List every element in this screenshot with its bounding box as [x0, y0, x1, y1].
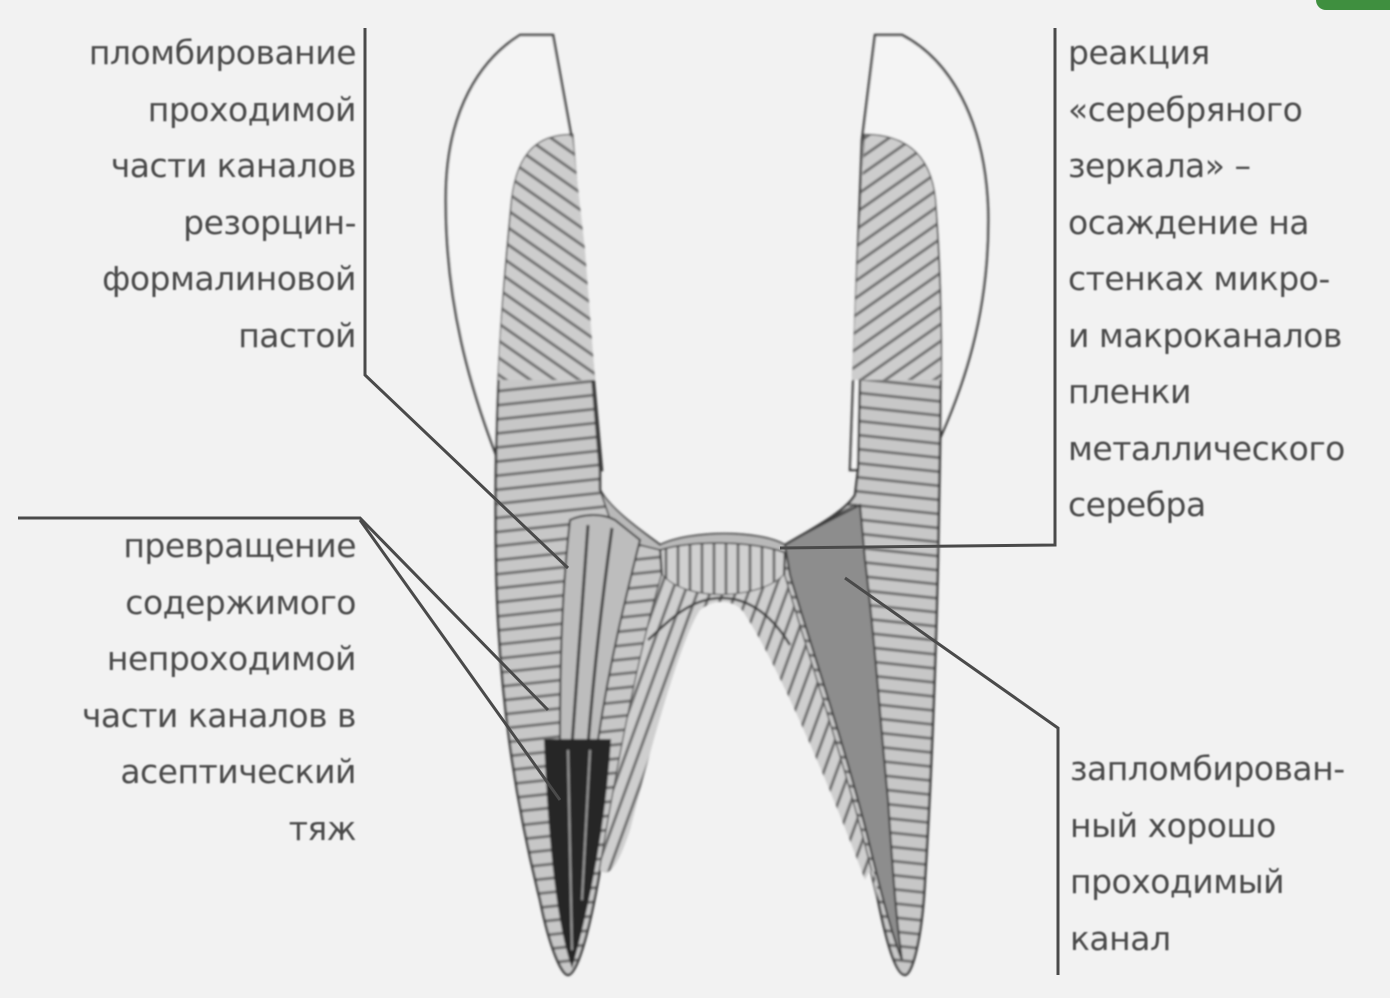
label-line: ный хорошо — [1070, 798, 1386, 855]
label-line: части каналов в — [20, 688, 356, 745]
right-crown-dentin-upper — [852, 135, 941, 380]
label-line: тяж — [20, 801, 356, 858]
label-line: проходимой — [20, 82, 356, 139]
label-line: запломбирован- — [1070, 741, 1386, 798]
label-line: резорцин- — [20, 195, 356, 252]
label-line: осаждение на — [1068, 195, 1386, 252]
label-line: части каналов — [20, 138, 356, 195]
label-filling-passable-canals: пломбирование проходимой части каналов р… — [20, 25, 356, 364]
label-line: стенках микро- — [1068, 251, 1386, 308]
label-filled-passable-canal: запломбирован- ный хорошо проходимый кан… — [1070, 741, 1386, 967]
label-line: и макроканалов — [1068, 308, 1386, 365]
label-line: превращение — [20, 518, 356, 575]
label-line: серебра — [1068, 477, 1386, 534]
label-aseptic-strand: превращение содержимого непроходимой час… — [20, 518, 356, 857]
label-line: проходимый — [1070, 854, 1386, 911]
label-line: металлического — [1068, 421, 1386, 478]
label-line: формалиновой — [20, 251, 356, 308]
label-line: пленки — [1068, 364, 1386, 421]
label-line: канал — [1070, 911, 1386, 968]
label-line: асептический — [20, 744, 356, 801]
label-line: пломбирование — [20, 25, 356, 82]
label-line: зеркала» – — [1068, 138, 1386, 195]
label-line: «серебряного — [1068, 82, 1386, 139]
label-line: реакция — [1068, 25, 1386, 82]
corner-accent — [1316, 0, 1390, 10]
label-silver-mirror-reaction: реакция «серебряного зеркала» – осаждени… — [1068, 25, 1386, 534]
label-line: пастой — [20, 308, 356, 365]
label-line: непроходимой — [20, 631, 356, 688]
label-line: содержимого — [20, 575, 356, 632]
